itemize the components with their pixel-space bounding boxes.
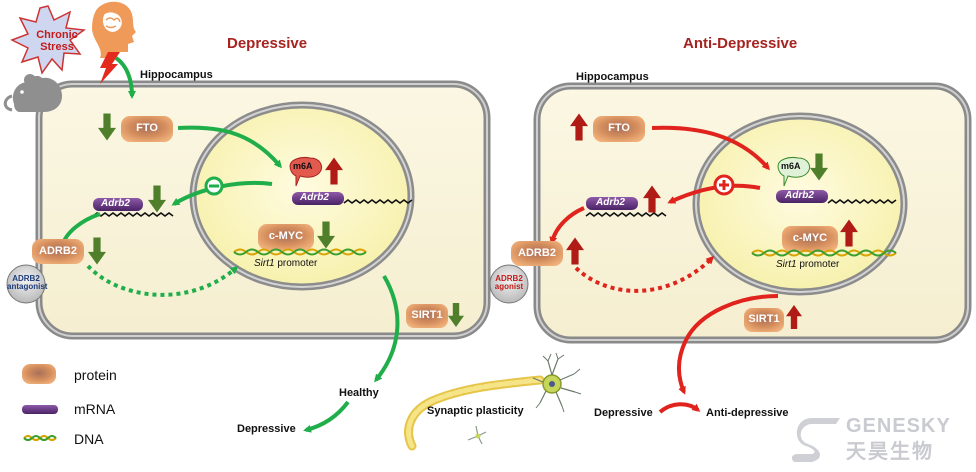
agonist-drug (489, 264, 529, 304)
left-fto-to-m6a-arrow (177, 125, 282, 169)
right-nucleus-to-outcome-arrow (677, 294, 779, 395)
right-cmyc-protein (782, 226, 838, 252)
right-dotted-arrow (574, 255, 715, 293)
healthy-to-depressive-arrow (303, 400, 350, 433)
antagonist-drug (6, 264, 46, 304)
left-minus-symbol (204, 176, 224, 196)
left-sirt1-protein (406, 304, 448, 328)
human-head-icon (92, 1, 136, 58)
right-nucleus-mrna (776, 190, 897, 204)
right-adrb2-protein (511, 241, 563, 266)
left-m6a-bubble (289, 157, 323, 187)
neuron-illustration (404, 352, 582, 451)
right-cytoplasm-mrna (585, 197, 667, 217)
legend-protein-swatch (22, 364, 56, 384)
left-adrb2-protein (32, 239, 84, 264)
right-fto-to-m6a-arrow (651, 125, 770, 171)
right-plus-symbol (713, 174, 735, 196)
legend-mrna-swatch (22, 405, 58, 414)
right-sirt1-protein (744, 308, 784, 332)
chronic-stress-burst (10, 5, 87, 75)
right-translation-arrow (549, 206, 585, 245)
genesky-logo (791, 418, 840, 462)
left-nucleus-to-healthy-arrow (374, 274, 400, 383)
right-dna (751, 249, 897, 257)
right-nucleus (692, 112, 908, 296)
left-nucleus-mrna (292, 192, 413, 205)
depressive-to-antidepressive-arrow (658, 402, 701, 414)
left-dotted-arrow (86, 264, 239, 297)
left-fto-protein (121, 116, 173, 142)
left-cytoplasm-mrna (92, 198, 174, 217)
right-m6a-bubble (777, 157, 811, 187)
right-fto-protein (593, 116, 645, 142)
left-cmyc-protein (258, 224, 314, 250)
mouse-icon (3, 74, 63, 112)
legend-dna-swatch (23, 435, 57, 441)
lightning-bolt-icon (100, 52, 120, 84)
stress-arrow (114, 56, 136, 99)
left-dna (233, 248, 367, 256)
